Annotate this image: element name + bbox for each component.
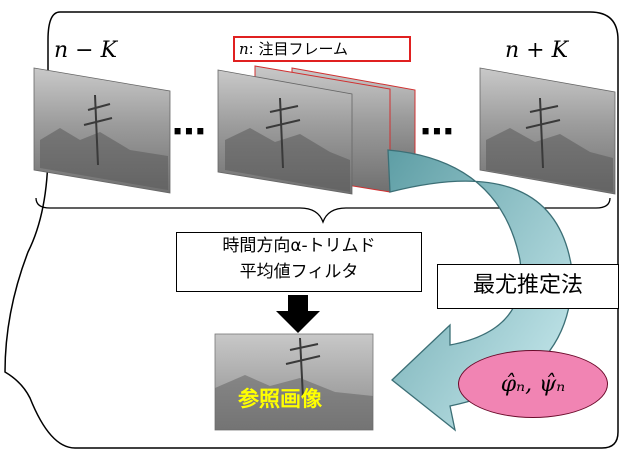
frame-right-label: n + K — [505, 38, 569, 63]
frame-left — [33, 67, 171, 194]
reference-image-label: 参照画像 — [238, 387, 322, 411]
mle-box: 最尤推定法 — [437, 264, 619, 309]
filter-line-2: 平均値フィルタ — [239, 262, 359, 282]
reference-image — [214, 333, 374, 431]
ellipsis-left: ⋯ — [172, 112, 209, 152]
frame-right — [479, 67, 616, 195]
frame-left-label: n − K — [54, 38, 118, 63]
estimate-ellipse: φ̂ₙ, ψ̂ₙ — [458, 350, 608, 418]
frame-stack-target — [217, 65, 416, 195]
filter-line-1: 時間方向α-トリムド — [222, 236, 376, 256]
down-arrow — [276, 295, 320, 333]
target-frame-text: : 注目フレーム — [248, 40, 349, 58]
target-frame-label: n: 注目フレーム — [233, 36, 411, 62]
target-frame-index: n — [239, 40, 249, 58]
ellipsis-right: ⋯ — [420, 112, 457, 152]
mle-label: 最尤推定法 — [472, 273, 583, 298]
estimate-label: φ̂ₙ, ψ̂ₙ — [500, 371, 566, 397]
curly-brace — [35, 197, 611, 224]
trimmed-mean-filter-box: 時間方向α-トリムド 平均値フィルタ — [176, 232, 422, 292]
